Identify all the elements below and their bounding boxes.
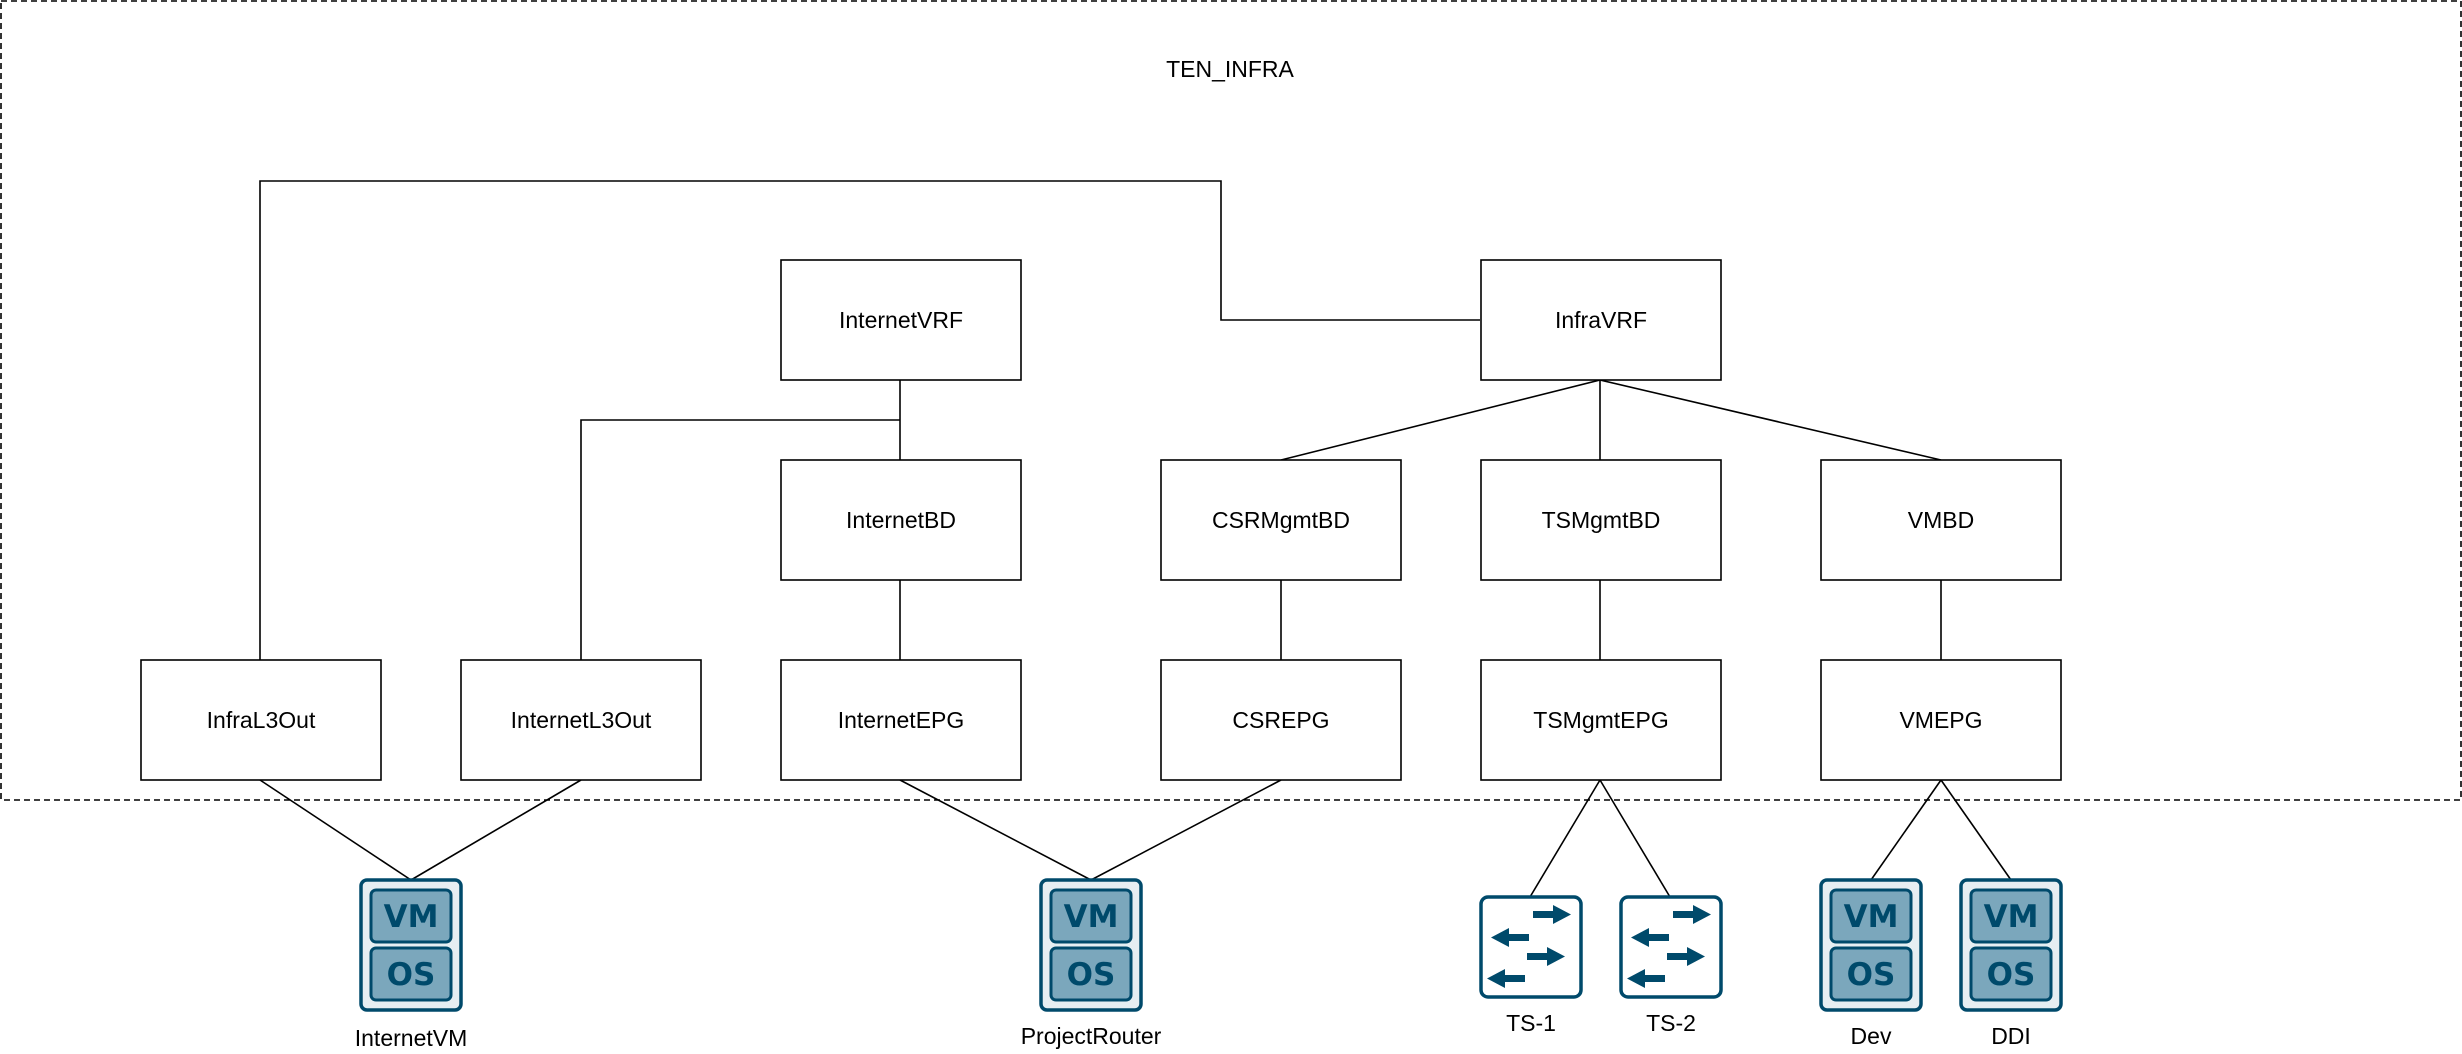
vm-icon xyxy=(359,878,463,1012)
ts1-label: TS-1 xyxy=(1506,1010,1556,1036)
edge-vmepg-ddi xyxy=(1940,779,2012,881)
svg-text:InternetL3Out: InternetL3Out xyxy=(511,707,652,733)
internet-vm-device[interactable]: InternetVM xyxy=(355,878,468,1051)
edge-infral3out-internetvm xyxy=(259,779,412,881)
node-internet-epg[interactable]: InternetEPG xyxy=(780,659,1022,781)
ddi-device[interactable]: DDI xyxy=(1959,878,2063,1049)
edge-internetvrf-internetl3out xyxy=(580,419,900,660)
project-router-label: ProjectRouter xyxy=(1021,1023,1162,1049)
ts1-device[interactable]: TS-1 xyxy=(1479,895,1583,1036)
svg-text:CSRMgmtBD: CSRMgmtBD xyxy=(1212,507,1350,533)
container-title: TEN_INFRA xyxy=(1166,56,1294,82)
node-vm-bd[interactable]: VMBD xyxy=(1820,459,2062,581)
svg-text:InfraL3Out: InfraL3Out xyxy=(207,707,316,733)
ten-infra-container xyxy=(0,0,2462,801)
internet-vm-label: InternetVM xyxy=(355,1025,468,1051)
edge-csrepg-projectrouter xyxy=(1090,779,1282,881)
node-tsmgmt-bd[interactable]: TSMgmtBD xyxy=(1480,459,1722,581)
edge-infravrf-csrmgmtbd xyxy=(1280,379,1601,461)
vm-icon xyxy=(1959,878,2063,1012)
ts2-label: TS-2 xyxy=(1646,1010,1696,1036)
edge-tsmgmtepg-ts1 xyxy=(1529,779,1601,898)
svg-text:TSMgmtBD: TSMgmtBD xyxy=(1542,507,1661,533)
switch-icon xyxy=(1619,895,1723,999)
svg-text:InfraVRF: InfraVRF xyxy=(1555,307,1647,333)
svg-text:VMEPG: VMEPG xyxy=(1899,707,1982,733)
switch-icon xyxy=(1479,895,1583,999)
node-internet-bd[interactable]: InternetBD xyxy=(780,459,1022,581)
edge-infravrf-vmbd xyxy=(1599,379,1942,461)
vm-icon xyxy=(1039,878,1143,1012)
edge-tsmgmtepg-ts2 xyxy=(1599,779,1671,898)
project-router-device[interactable]: ProjectRouter xyxy=(1021,878,1162,1049)
svg-text:InternetVRF: InternetVRF xyxy=(839,307,963,333)
node-infra-vrf[interactable]: InfraVRF xyxy=(1480,259,1722,381)
dev-label: Dev xyxy=(1851,1023,1892,1049)
ddi-label: DDI xyxy=(1991,1023,2031,1049)
node-csrmgmt-bd[interactable]: CSRMgmtBD xyxy=(1160,459,1402,581)
node-infra-l3out[interactable]: InfraL3Out xyxy=(140,659,382,781)
node-tsmgmt-epg[interactable]: TSMgmtEPG xyxy=(1480,659,1722,781)
edge-vmepg-dev xyxy=(1870,779,1942,881)
edge-internetepg-projectrouter xyxy=(899,779,1092,881)
dev-device[interactable]: Dev xyxy=(1819,878,1923,1049)
svg-text:InternetBD: InternetBD xyxy=(846,507,956,533)
svg-text:TSMgmtEPG: TSMgmtEPG xyxy=(1533,707,1668,733)
svg-text:VMBD: VMBD xyxy=(1908,507,1974,533)
edge-infravrf-infral3out xyxy=(259,180,1480,660)
vm-icon xyxy=(1819,878,1923,1012)
svg-text:CSREPG: CSREPG xyxy=(1232,707,1329,733)
node-csr-epg[interactable]: CSREPG xyxy=(1160,659,1402,781)
node-internet-vrf[interactable]: InternetVRF xyxy=(780,259,1022,381)
connections xyxy=(259,180,2012,898)
node-vm-epg[interactable]: VMEPG xyxy=(1820,659,2062,781)
node-internet-l3out[interactable]: InternetL3Out xyxy=(460,659,702,781)
ts2-device[interactable]: TS-2 xyxy=(1619,895,1723,1036)
edge-internetl3out-internetvm xyxy=(410,779,582,881)
svg-text:InternetEPG: InternetEPG xyxy=(838,707,965,733)
